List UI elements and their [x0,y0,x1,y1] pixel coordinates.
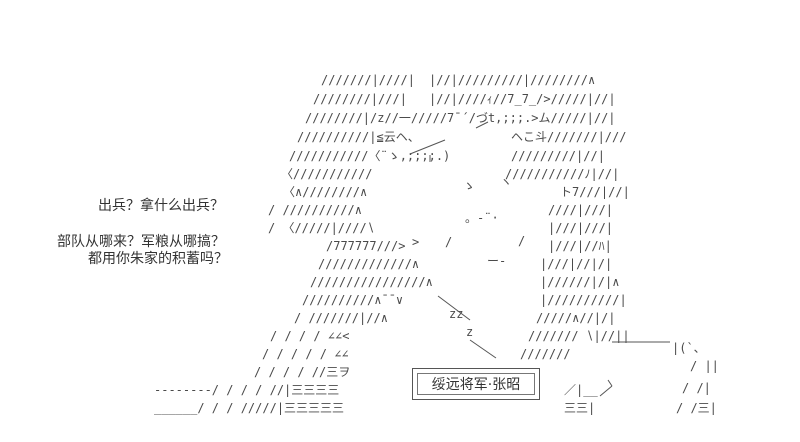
svg-text:/ ||: / || [690,359,719,373]
name-caption-label: 绥远将军·张昭 [417,373,535,395]
snore-zz: zz [449,307,463,321]
svg-text:〈∧////////∧: 〈∧////////∧ [283,185,367,199]
svg-text:/ 〈/////|////∖: / 〈/////|////∖ [268,221,374,235]
dialogue-line-3: 都用你朱家的积蓄吗？ [88,251,228,267]
svg-text:|///|//ﾊ|: |///|//ﾊ| [548,239,612,253]
svg-text:/ /三|: / /三| [676,401,717,415]
svg-text:|//|/////////|////////∧: |//|/////////|////////∧ [429,73,595,87]
svg-text:ゝ: ゝ [463,179,475,193]
svg-text:///////////ﾉ|//|: ///////////ﾉ|//| [505,167,619,181]
svg-text://///// ∖|//||: /////// ∖|//|| [528,329,630,343]
svg-text:|//////|/|∧: |//////|/|∧ [540,275,619,289]
svg-text://////////|≦云ヘ、: //////////|≦云ヘ、 [297,130,420,144]
svg-text:ト7///|//|: ト7///|//| [560,185,630,199]
svg-text:///////: /////// [520,347,571,361]
svg-text:。-¨·: 。-¨· [465,211,499,225]
svg-text:|//////////|: |//////////| [540,293,627,307]
svg-text:〈///////////: 〈/////////// [281,167,372,181]
sleep-sound: zz z [449,307,473,339]
svg-text:______/ / / /////|三三三三三: ______/ / / /////|三三三三三 [154,401,344,415]
svg-text:////|///|: ////|///| [548,203,613,217]
svg-text:/ ///////|//∧: / ///////|//∧ [294,311,388,325]
svg-text:/777777///>: /777777///> [326,239,405,253]
outline-strokes [409,121,670,397]
svg-text://///∧//|/|: /////∧//|/| [536,311,615,325]
svg-text://///////////∧: /////////////∧ [318,257,419,271]
svg-text:/: / [445,235,452,249]
svg-text:ヽ: ヽ [500,175,512,189]
dialogue-line-2: 部队从哪来？军粮从哪搞？ [57,234,225,250]
svg-text://///////|//|: /////////|//| [511,149,605,163]
svg-text:////////|///|: ////////|///| [313,92,407,106]
svg-text:///////|////|: ///////|////| [321,73,415,87]
svg-text:/ //////////∧: / //////////∧ [268,203,362,217]
ascii-art-text: ///////|////| |//|/////////|////////∧ //… [154,73,719,415]
svg-text:/: / [518,234,525,248]
snore-z: z [466,325,473,339]
dialogue-line-1: 出兵？拿什么出兵？ [98,198,224,214]
svg-text:////////////////∧: ////////////////∧ [310,275,433,289]
svg-text:|///|//|/|: |///|//|/| [540,257,612,271]
svg-text:|(`、: |(`、 [672,341,706,355]
svg-text:/ / / / ∠∠<: / / / / ∠∠< [270,329,349,343]
svg-text:////////|/z//一/////7¯´/づt,;;;.: ////////|/z//一/////7¯´/づt,;;;.>ム/////|//… [305,111,616,125]
svg-text:ー-: ー- [487,254,506,268]
svg-text:///////////〈¨ゝ,;;;;.): ///////////〈¨ゝ,;;;;.) [289,149,450,163]
svg-text://////////∧¯¯∨: //////////∧¯¯∨ [302,293,403,307]
svg-text:／|__: ／|__ [564,383,598,397]
svg-text:ヘこ斗///////|///: ヘこ斗///////|/// [511,130,626,144]
svg-text:/ / / / //三ヲ: / / / / //三ヲ [254,365,350,379]
svg-text:/ /|: / /| [682,381,711,395]
svg-text:--------/ / / / //|三三三三: --------/ / / / //|三三三三 [154,383,339,397]
name-caption-box: 绥远将军·张昭 [412,368,540,400]
svg-text:|///|///|: |///|///| [548,221,613,235]
svg-text:/ / / / / ∠∠: / / / / / ∠∠ [262,347,349,361]
svg-text:|//|////ｨ//7_7_/>/////|//|: |//|////ｨ//7_7_/>/////|//| [429,92,616,106]
svg-text:>: > [412,235,419,249]
face-marks: ゝ ヽ 。-¨· ー- / / > [412,175,525,268]
svg-text:三三|: 三三| [564,401,595,415]
